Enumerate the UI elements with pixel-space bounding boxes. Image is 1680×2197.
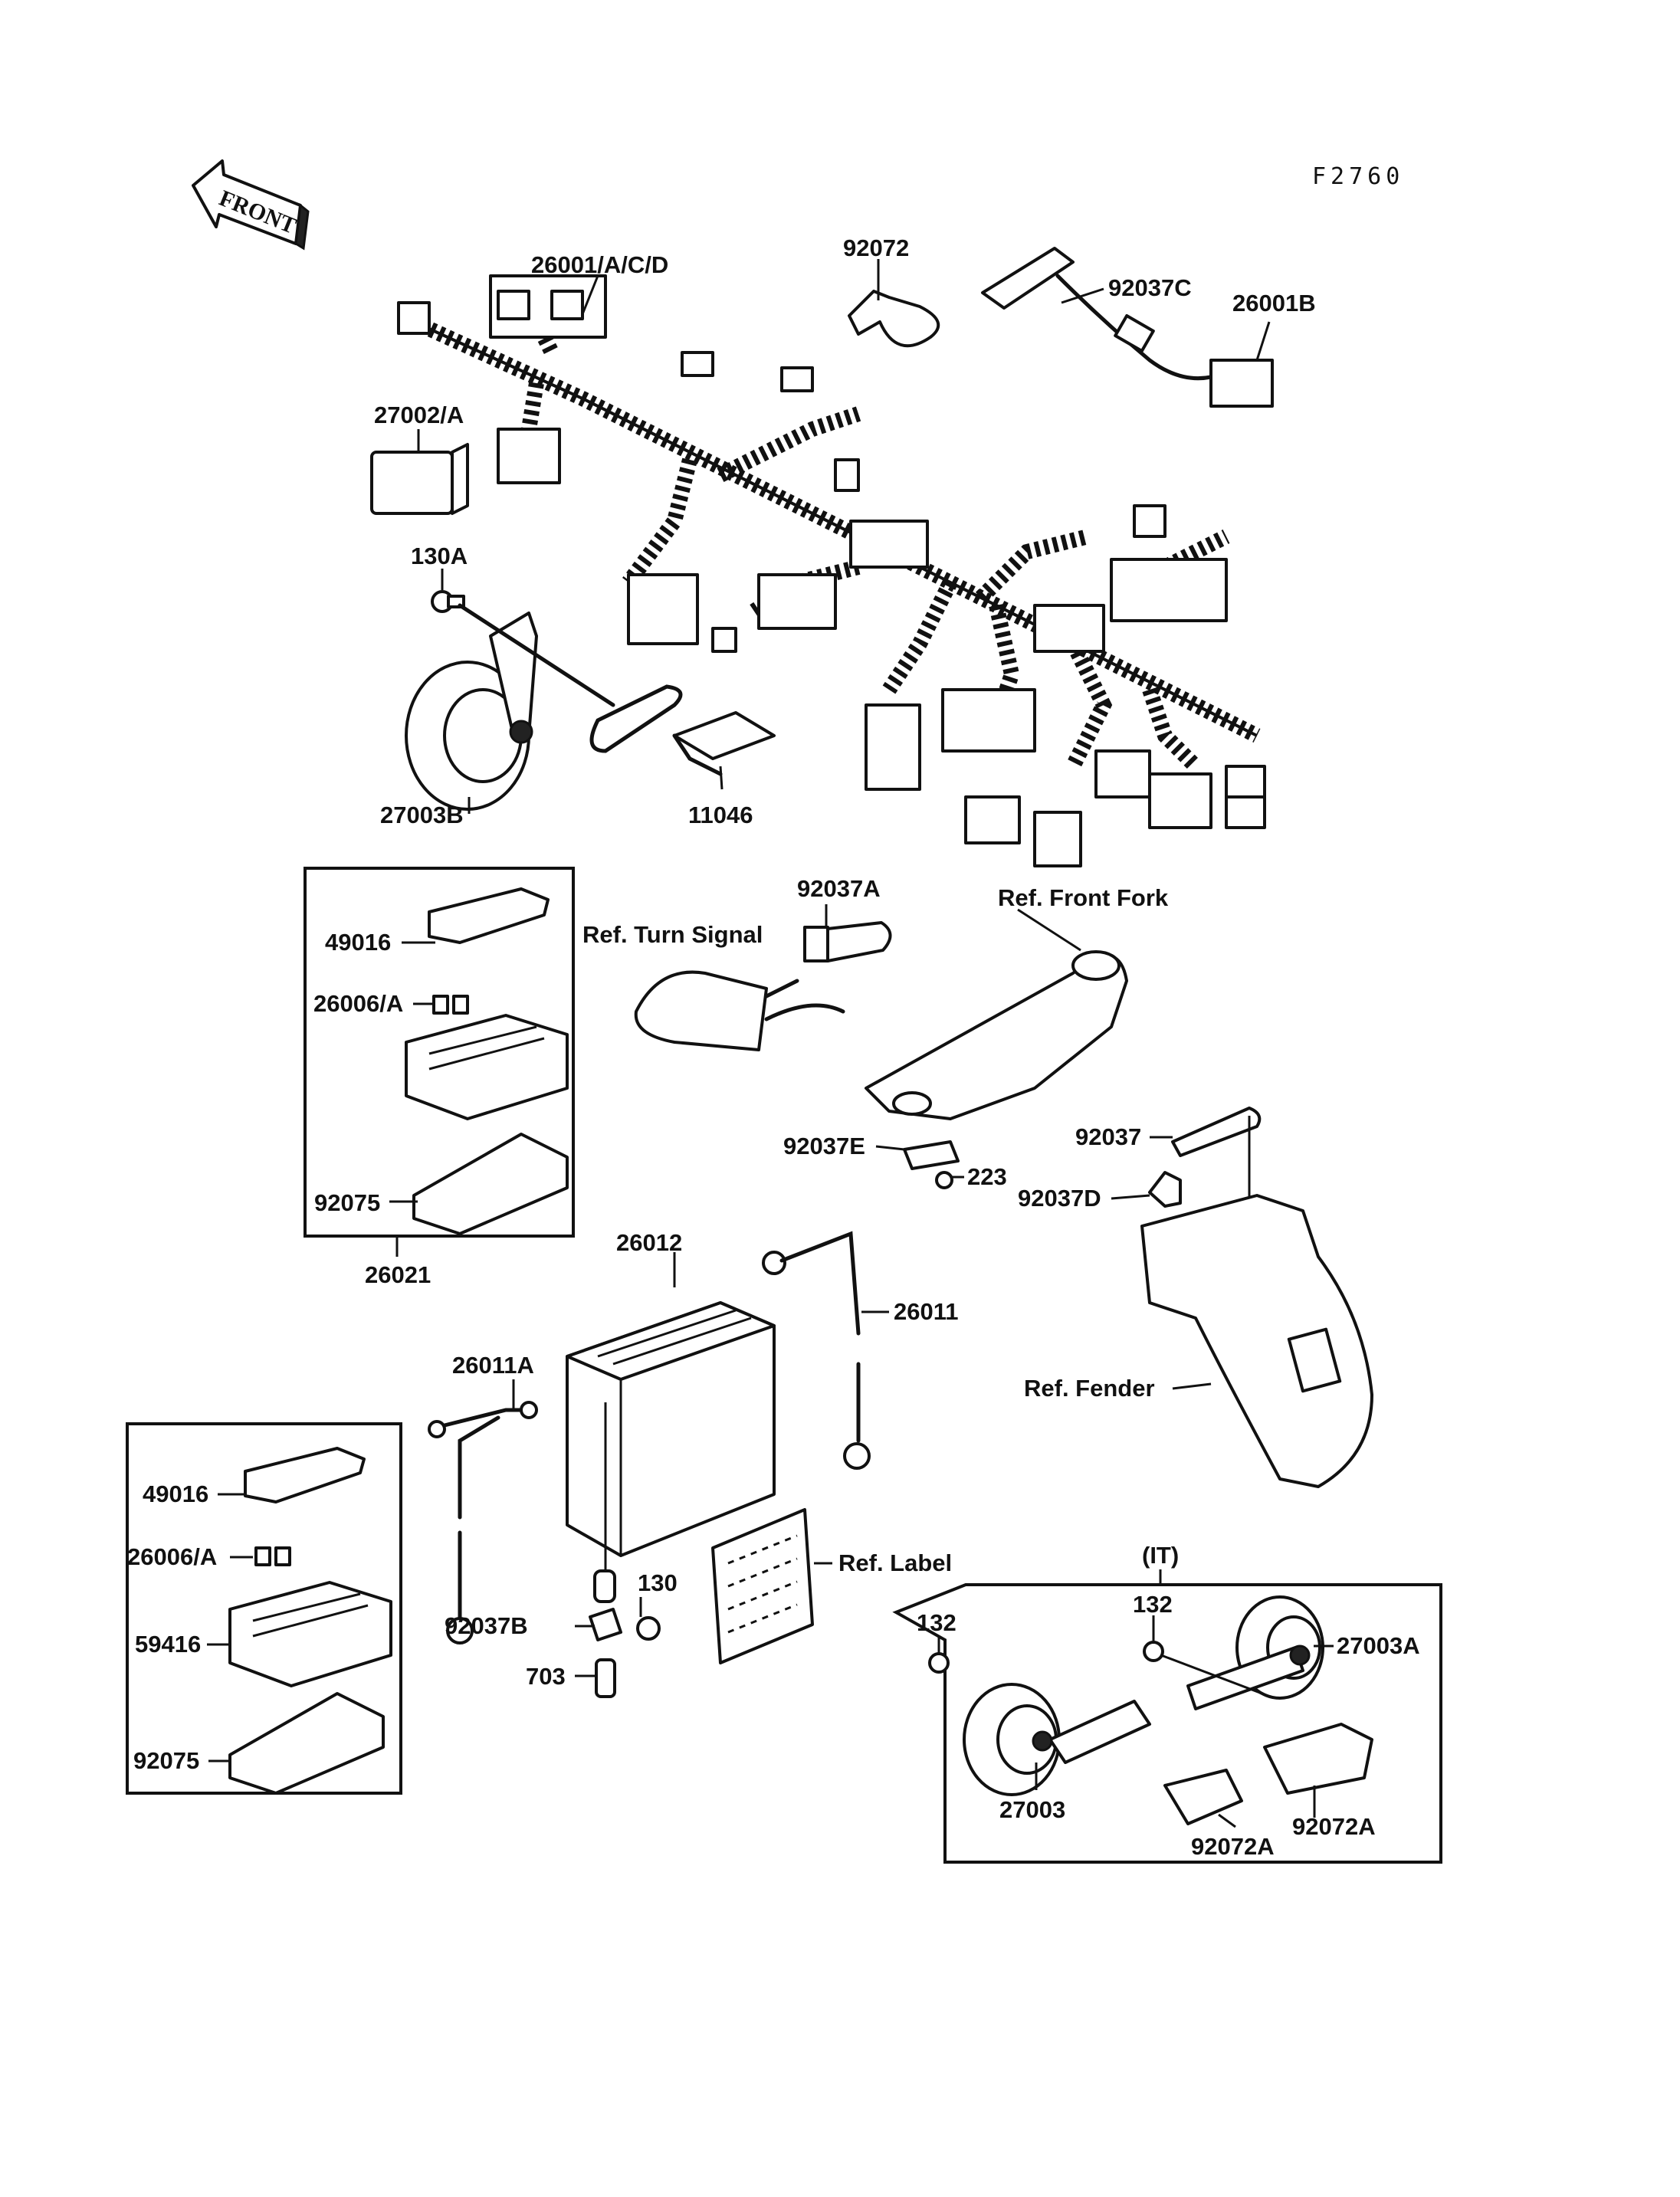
clamp-92037b [589,1569,622,1641]
band-92075-bottom [228,1692,385,1795]
label-92072a-right: 92072A [1292,1813,1376,1840]
bolt-130 [636,1616,661,1641]
label-27002a: 27002/A [374,402,464,428]
bolt-132-right [1143,1641,1164,1662]
horn-27003 [963,1683,1151,1796]
front-arrow-icon: FRONT [192,159,310,251]
label-26001b: 26001B [1232,290,1316,316]
leader-lines [207,259,1334,1828]
label-92037c: 92037C [1108,274,1192,301]
wiring-harness-main [410,314,1261,772]
label-26021: 26021 [365,1261,431,1288]
label-703: 703 [526,1663,566,1690]
turn-signal-ref [634,970,845,1051]
clamp-92037e [903,1140,960,1170]
lead-26011 [762,1231,871,1470]
label-92075-bottom: 92075 [133,1747,199,1774]
label-130a: 130A [411,543,468,569]
label-223: 223 [967,1163,1007,1190]
label-27003a: 27003A [1337,1632,1420,1659]
label-49016-top: 49016 [325,929,391,956]
label-ref [711,1508,814,1664]
label-130: 130 [638,1569,678,1596]
tube-703 [595,1658,616,1698]
battery-26012 [566,1301,776,1557]
label-92075-top: 92075 [314,1189,380,1216]
bracket-11046 [672,711,776,776]
harness-connectors [397,274,1266,867]
part-labels: 26001/A/C/D 92072 92037C 26001B 27002/A … [127,234,1420,1860]
lead-26011a [428,1401,538,1644]
clamp-92037a [803,921,892,962]
band-92075-top [412,1133,569,1235]
label-92037b: 92037B [445,1612,528,1639]
label-132-left: 132 [917,1609,956,1636]
figure-code: F2760 [1312,163,1404,190]
bolt-132-left [928,1652,950,1674]
fuse-26006a-bottom [254,1546,291,1566]
label-92037a: 92037A [797,875,881,902]
horn-27003a [1160,1595,1324,1710]
label-11046: 11046 [688,802,753,828]
label-ref-front-fork: Ref. Front Fork [998,884,1169,911]
label-49016-bottom: 49016 [143,1481,208,1507]
bracket-92072a-left [1163,1769,1243,1825]
label-92072: 92072 [843,234,909,261]
label-26006a-top: 26006/A [313,990,403,1017]
cover-49016-top [428,887,550,944]
fuse-box-group-lower-frame [126,1422,402,1795]
label-26006a-bottom: 26006/A [127,1543,217,1570]
label-92037: 92037 [1075,1123,1141,1150]
fender-ref [1140,1194,1373,1488]
clamp-92037d [1148,1171,1182,1208]
fuse-box-59416 [228,1581,392,1687]
label-ref-turn-signal: Ref. Turn Signal [582,921,763,948]
label-26012: 26012 [616,1229,682,1256]
screw-223 [935,1171,953,1189]
label-26001acd: 26001/A/C/D [531,251,668,278]
label-26011a: 26011A [452,1352,534,1379]
horn-group-it-frame [892,1583,1442,1864]
relay-27002a [370,443,469,515]
label-ref-fender: Ref. Fender [1024,1375,1155,1402]
horn-wire [458,603,683,753]
label-27003b: 27003B [380,802,464,828]
fuse-box-top [405,1014,569,1120]
label-26011: 26011 [894,1298,959,1325]
label-27003: 27003 [999,1796,1065,1823]
label-132-right: 132 [1133,1591,1173,1618]
cover-49016-bottom [244,1447,366,1503]
label-ref-label: Ref. Label [838,1549,952,1576]
label-92037d: 92037D [1018,1185,1101,1212]
label-it: (IT) [1142,1542,1179,1569]
front-fork-bracket-ref [865,950,1128,1120]
label-92072a-left: 92072A [1191,1833,1275,1860]
label-92037e: 92037E [783,1133,865,1159]
clamp-92072 [848,290,940,348]
bolt-130a [431,590,465,613]
bracket-92072a-right [1263,1723,1373,1795]
fuse-box-group-26021-frame [304,867,575,1238]
horn-27003b [405,612,538,811]
sub-harness-26001b [981,247,1274,408]
fuse-26006a-top [432,995,469,1015]
label-59416: 59416 [135,1631,201,1658]
